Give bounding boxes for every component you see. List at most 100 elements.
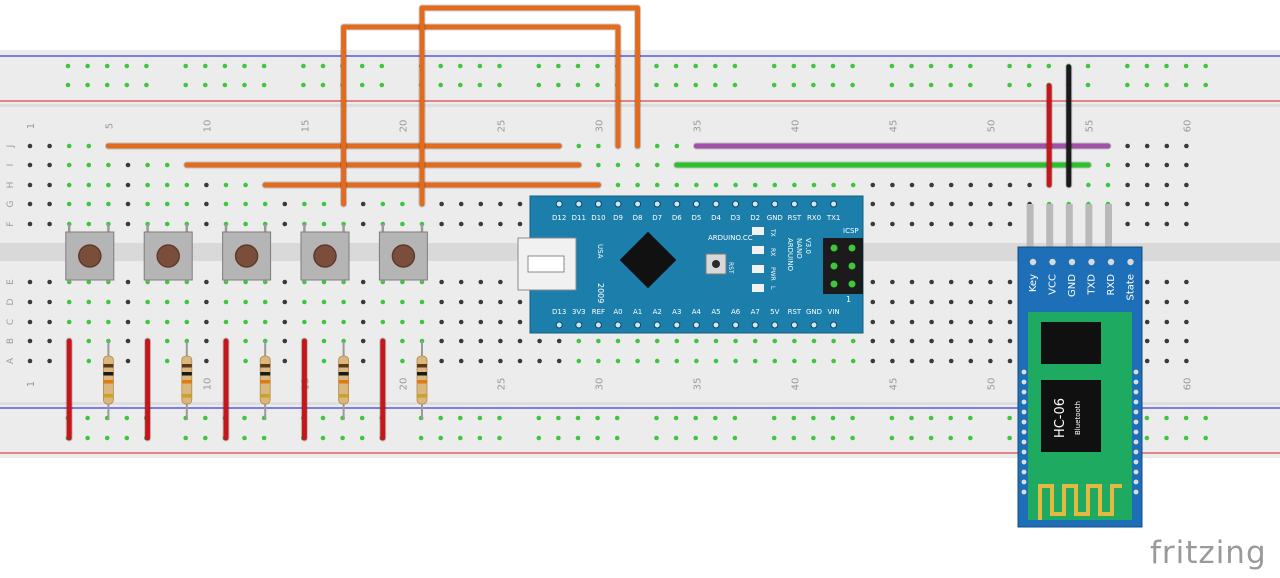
resistor-band [260, 394, 271, 398]
push-button-cap [313, 244, 337, 268]
rail-hole [595, 82, 600, 88]
hc06-pad [1133, 479, 1139, 485]
rail-hole [909, 435, 914, 441]
rail-hole [320, 63, 326, 69]
rail-hole [1203, 415, 1208, 421]
hole [478, 221, 484, 227]
rail-hole [732, 82, 738, 88]
hole [47, 143, 52, 149]
hole [27, 162, 33, 168]
hc06-pad [1021, 379, 1027, 385]
hole [988, 279, 993, 285]
hole [752, 358, 758, 364]
hole [752, 338, 758, 344]
nano-pin [673, 200, 681, 208]
rail-hole [536, 435, 542, 441]
hole [988, 358, 993, 364]
hole [1125, 182, 1130, 188]
hole [654, 143, 660, 149]
rail-hole [575, 435, 581, 441]
row-letter: H [6, 182, 16, 189]
rail-hole [320, 435, 326, 441]
hole [929, 182, 934, 188]
hole [870, 319, 876, 325]
rail-hole [575, 82, 581, 88]
nano-pin-label-bottom: REF [592, 308, 605, 316]
hc06-pad [1021, 409, 1027, 415]
hole [66, 162, 72, 168]
rail-hole [1183, 415, 1189, 421]
hc06-pad [1021, 399, 1027, 405]
rail-hole [889, 63, 895, 69]
hole [1184, 319, 1189, 325]
hole [86, 143, 92, 149]
hole [86, 279, 92, 285]
rail-hole [968, 415, 973, 421]
hole [164, 299, 170, 305]
hc06-pad [1133, 419, 1139, 425]
hole [890, 182, 895, 188]
hole [654, 162, 660, 168]
hole [948, 358, 954, 364]
hc06-antenna [1038, 484, 1122, 520]
push-button-cap [78, 244, 102, 268]
hole [184, 201, 190, 207]
hc06-pin-leg [1085, 204, 1093, 250]
nano-pin [673, 321, 681, 329]
hole [125, 201, 131, 207]
rail-hole [497, 82, 502, 88]
hole [850, 338, 856, 344]
nano-pin-label-bottom: A7 [751, 308, 760, 316]
hole [1144, 358, 1150, 364]
hole [419, 319, 425, 325]
hole [439, 201, 444, 207]
hole [341, 319, 346, 325]
hole [86, 338, 92, 344]
hole [948, 299, 954, 305]
hole [1144, 143, 1150, 149]
rail-hole [242, 435, 247, 441]
hole [1184, 182, 1189, 188]
rail-hole [458, 82, 463, 88]
hole [968, 319, 974, 325]
hole [243, 338, 248, 344]
hole [811, 358, 817, 364]
hole [164, 338, 170, 344]
hole [47, 319, 52, 325]
hole [360, 201, 366, 207]
hole [635, 162, 640, 168]
hc06-pad [1021, 439, 1027, 445]
hole [1144, 279, 1150, 285]
hole [1144, 338, 1150, 344]
nano-pin [771, 200, 779, 208]
nano-pin-label-top: D7 [652, 214, 662, 222]
hole [713, 358, 719, 364]
hole [47, 358, 52, 364]
icsp-pin [848, 262, 856, 270]
hc06-pin-pad [1029, 258, 1037, 266]
hole [1007, 221, 1013, 227]
hole [27, 182, 33, 188]
hole [478, 299, 484, 305]
hole [870, 358, 876, 364]
hole [243, 319, 248, 325]
hole [792, 358, 797, 364]
resistor-band [103, 364, 114, 368]
rail-hole [575, 63, 581, 69]
hole [968, 299, 974, 305]
rail-hole [85, 435, 90, 441]
hole [870, 338, 876, 344]
hole [66, 201, 72, 207]
row-letter: C [6, 319, 16, 325]
resistor-band [181, 364, 192, 368]
nano-pin-label-top: D8 [633, 214, 643, 222]
rail-hole [477, 435, 483, 441]
rail-hole [359, 82, 365, 88]
hole [204, 182, 209, 188]
hole [125, 162, 131, 168]
hole [66, 299, 72, 305]
hole [321, 221, 327, 227]
rail-hole [418, 435, 424, 441]
hole [243, 182, 248, 188]
